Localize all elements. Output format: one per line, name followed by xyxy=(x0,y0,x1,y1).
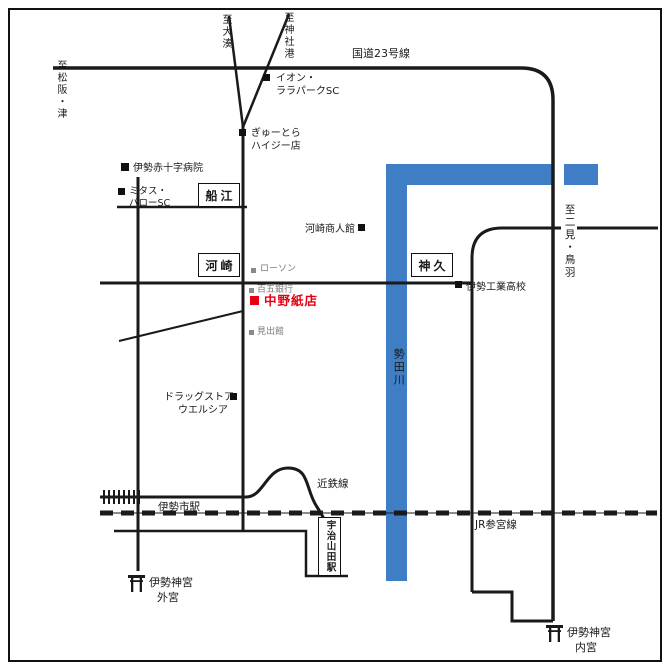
kintetsu-line-shape xyxy=(100,466,334,575)
river-name-label: 勢田川 xyxy=(392,348,406,387)
district-funae: 船江 xyxy=(198,183,240,207)
mitasu-label: ミタス・ バローSC xyxy=(129,186,170,211)
map-border xyxy=(8,8,662,662)
district-kawasaki: 河崎 xyxy=(198,253,240,277)
hospital-marker xyxy=(121,163,129,171)
hyakugo-marker xyxy=(249,288,254,293)
road-to-jinjako xyxy=(241,13,291,128)
geku-label: 外宮 xyxy=(157,591,179,604)
aeon-label-line2: ララパークSC xyxy=(276,86,340,97)
kintetsu-line-label: 近鉄線 xyxy=(316,477,350,493)
naiku-shrine-label: 伊勢神宮 xyxy=(567,626,611,639)
mitasu-label-line2: バローSC xyxy=(129,198,171,210)
kogyo-label: 伊勢工業高校 xyxy=(466,282,526,293)
gyutora-label-line2: ハイジー店 xyxy=(251,141,301,152)
gyutora-marker xyxy=(239,129,246,136)
kintetsu-track xyxy=(100,466,334,575)
gyutora-label-line1: ぎゅーとら xyxy=(251,128,301,139)
lawson-label: ローソン xyxy=(260,264,297,274)
road-bottom-left xyxy=(114,529,348,578)
welcia-label-line2: ウエルシア xyxy=(178,405,228,416)
road-to-futami xyxy=(470,226,658,592)
hospital-label: 伊勢赤十字病院 xyxy=(133,163,203,174)
naiku-label: 内宮 xyxy=(575,641,597,654)
kogyo-marker xyxy=(455,281,462,288)
torii-icon xyxy=(546,624,563,642)
dest-matsusaka-label: 至松阪・津 xyxy=(55,60,66,120)
jr-line-label: JR参宮線 xyxy=(474,518,518,534)
nakano-shop-label: 中野紙店 xyxy=(264,293,319,308)
welcia-label-line1: ドラッグストア xyxy=(164,392,234,403)
nakano-shop-marker xyxy=(250,296,259,305)
welcia-label: ドラッグストア ウエルシア xyxy=(164,391,234,417)
welcia-marker xyxy=(230,393,237,400)
midashikan-label: 見出館 xyxy=(257,327,285,337)
road-bottom-right xyxy=(472,590,553,623)
seta-river-shape xyxy=(386,164,598,581)
road-diagonal xyxy=(118,310,244,342)
ujiyamada-station-box: 宇治山田駅 xyxy=(318,517,341,576)
road-route23 xyxy=(53,66,555,621)
hyakugo-label: 百五銀行 xyxy=(257,285,294,295)
iseshi-station-hatch xyxy=(103,490,140,504)
shoninkan-marker xyxy=(358,224,365,231)
dest-jinjako-label: 至神社港 xyxy=(282,12,293,60)
aeon-marker xyxy=(263,74,270,81)
dest-futami-label: 至二見・鳥羽 xyxy=(561,203,577,280)
road-to-ominato xyxy=(227,15,245,128)
midashikan-marker xyxy=(249,330,254,335)
route23-label: 国道23号線 xyxy=(352,47,410,60)
lawson-marker xyxy=(251,268,256,273)
shoninkan-label: 河崎商人館 xyxy=(305,224,355,235)
mitasu-label-line1: ミタス・ xyxy=(129,186,168,197)
aeon-label: イオン・ ララパークSC xyxy=(276,72,339,98)
roads-layer xyxy=(53,13,658,623)
mitasu-marker xyxy=(118,188,125,195)
iseshi-station-label: 伊勢市駅 xyxy=(158,501,200,513)
torii-icon xyxy=(128,574,145,592)
gyutora-label: ぎゅーとら ハイジー店 xyxy=(251,127,301,153)
district-jinkyu: 神久 xyxy=(411,253,453,277)
geku-shrine-label: 伊勢神宮 xyxy=(149,576,193,589)
dest-ominato-label: 至大湊 xyxy=(220,14,231,50)
aeon-label-line1: イオン・ xyxy=(276,73,316,84)
